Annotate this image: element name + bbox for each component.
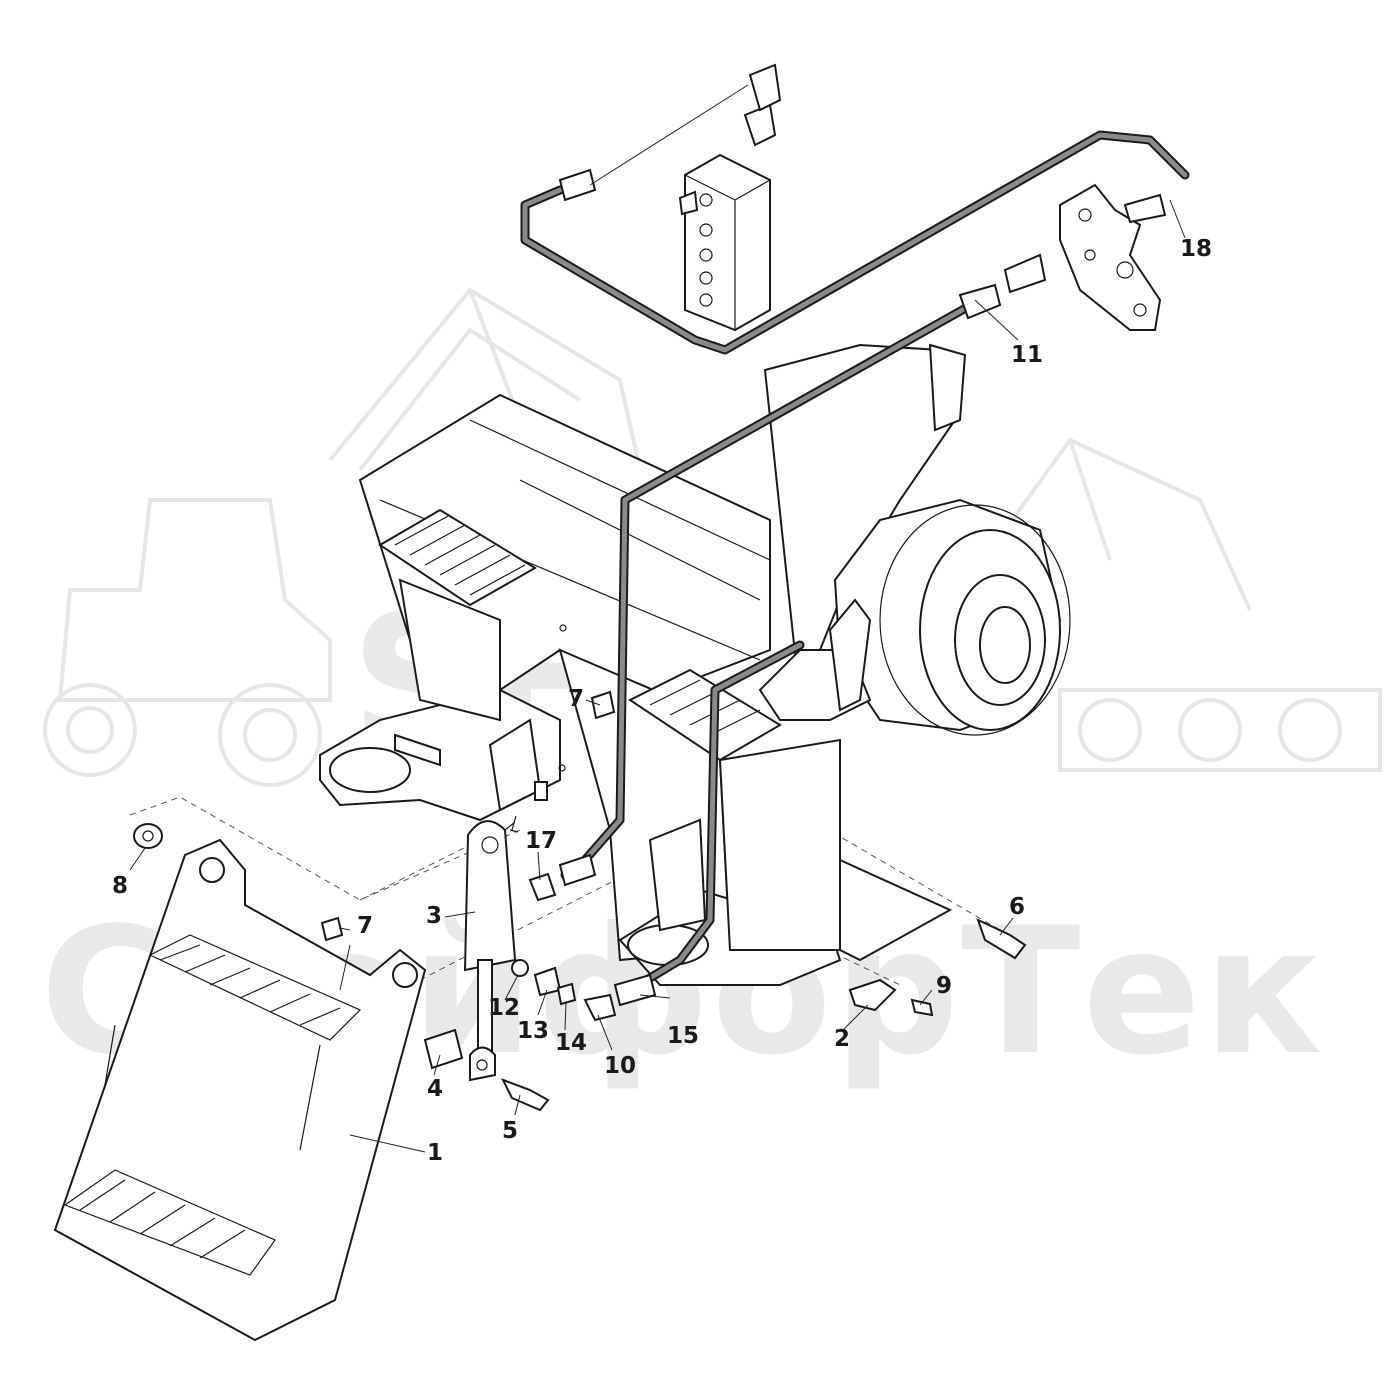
- small-fittings: [511, 959, 617, 1022]
- callout-14: 14: [555, 1030, 588, 1056]
- frame-housing: [319, 393, 953, 986]
- access-ladder: [53, 838, 427, 1342]
- callout-5: 5: [502, 1118, 519, 1144]
- hardware: [133, 690, 1027, 1112]
- callout-17: 17: [525, 828, 558, 854]
- callout-15: 15: [667, 1023, 700, 1049]
- callout-7-upper: 7: [568, 686, 585, 712]
- callout-10: 10: [604, 1053, 637, 1079]
- watermark-excavator-icon: [328, 287, 642, 472]
- watermark-tractor-icon: [43, 498, 332, 787]
- callout-leaders: [129, 84, 1186, 1153]
- callout-8: 8: [112, 873, 129, 899]
- hydraulic-cylinder: [463, 815, 557, 1082]
- callout-6: 6: [1009, 894, 1026, 920]
- callout-1: 1: [427, 1140, 444, 1166]
- callout-2: 2: [834, 1026, 851, 1052]
- control-valve-manifold: [678, 63, 782, 332]
- callout-12: 12: [488, 995, 521, 1021]
- callout-13: 13: [517, 1018, 550, 1044]
- callout-18: 18: [1180, 236, 1213, 262]
- hydraulic-lines: [520, 130, 1190, 1007]
- frame-step-upper: [378, 508, 782, 762]
- callout-11: 11: [1011, 342, 1044, 368]
- callout-7-lower: 7: [357, 913, 374, 939]
- callout-4: 4: [427, 1076, 444, 1102]
- wheel-hub-drive: [758, 343, 1071, 736]
- mounting-plate: [1059, 183, 1162, 331]
- callout-3: 3: [426, 903, 443, 929]
- callout-9: 9: [936, 973, 953, 999]
